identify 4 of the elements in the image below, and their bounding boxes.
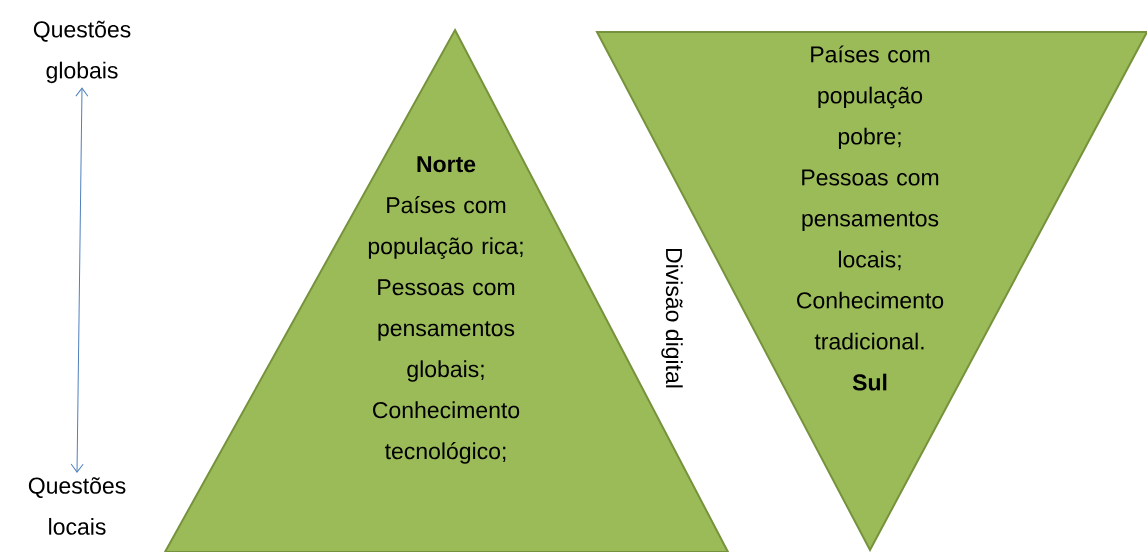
double-arrow bbox=[70, 87, 89, 473]
axis-label: Questões locais bbox=[28, 477, 126, 535]
axis-label: Questões globais bbox=[33, 20, 131, 84]
rotated-label: Divisão digital bbox=[661, 248, 683, 388]
